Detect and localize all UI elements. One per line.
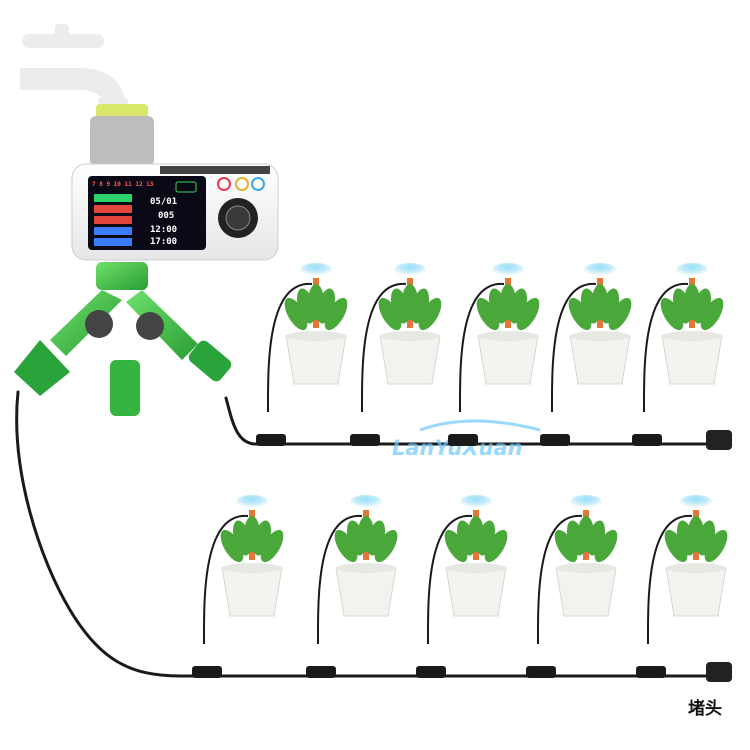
flower-pot [569, 335, 631, 385]
timer-menu [94, 194, 132, 246]
plant-leaves [660, 284, 724, 331]
plant-leaves [554, 516, 618, 563]
potted-plant [540, 263, 632, 446]
tee-connector [192, 666, 222, 678]
flower-pot [477, 335, 539, 385]
plant-leaves [568, 284, 632, 331]
power-button[interactable] [217, 177, 231, 191]
flower-pot [665, 567, 727, 617]
tee-connector [636, 666, 666, 678]
potted-plant [448, 263, 540, 446]
potted-plant [192, 495, 284, 678]
flower-pot [221, 567, 283, 617]
flower-pot [661, 335, 723, 385]
faucet-icon [20, 24, 128, 104]
timer-header: 7 8 9 10 11 12 13 [92, 181, 154, 188]
tee-connector [256, 434, 286, 446]
settings-button[interactable] [251, 177, 265, 191]
spare-connector [110, 360, 140, 416]
right-valve-knob [136, 312, 164, 340]
plant-leaves [664, 516, 728, 563]
flower-pot [445, 567, 507, 617]
plant-leaves [284, 284, 348, 331]
potted-plant [636, 495, 728, 678]
timer-value-end: 17:00 [150, 237, 177, 247]
end-cap [706, 662, 732, 682]
potted-plant [632, 263, 724, 446]
plant-leaves [444, 516, 508, 563]
timer-value-start: 12:00 [150, 225, 177, 235]
flower-pot [285, 335, 347, 385]
flower-pot [379, 335, 441, 385]
tee-connector [416, 666, 446, 678]
end-cap-label: 堵头 [688, 699, 722, 719]
tee-connector [526, 666, 556, 678]
potted-plant [256, 263, 348, 446]
potted-plant [416, 495, 508, 678]
plant-row-1 [256, 263, 732, 450]
flower-pot [555, 567, 617, 617]
timer-value-days: 005 [158, 211, 174, 221]
mode-button[interactable] [235, 177, 249, 191]
plant-leaves [334, 516, 398, 563]
tee-connector [350, 434, 380, 446]
tee-connector [540, 434, 570, 446]
plant-leaves [476, 284, 540, 331]
left-valve-knob [85, 310, 113, 338]
potted-plant [526, 495, 618, 678]
plant-rows [192, 263, 732, 682]
flower-pot [335, 567, 397, 617]
plant-leaves [220, 516, 284, 563]
timer-value-date: 05/01 [150, 197, 177, 207]
y-splitter [14, 262, 232, 416]
potted-plant [306, 495, 398, 678]
hose-lines [15, 390, 722, 678]
tee-connector [306, 666, 336, 678]
tee-connector [448, 434, 478, 446]
potted-plant [350, 263, 442, 446]
plant-row-2 [192, 495, 732, 682]
plant-leaves [378, 284, 442, 331]
end-cap [706, 430, 732, 450]
tee-connector [632, 434, 662, 446]
irrigation-timer: 7 8 9 10 11 12 13 05/01 005 12:00 17:00 [71, 104, 279, 261]
